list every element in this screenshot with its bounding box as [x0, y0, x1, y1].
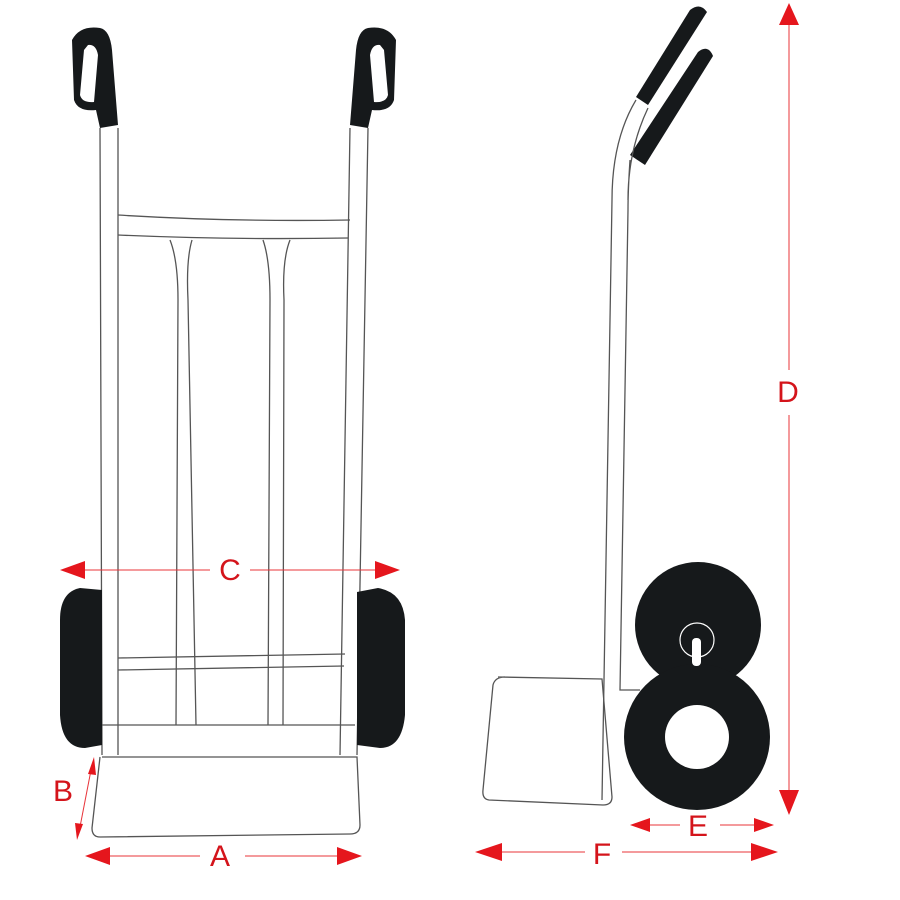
right-wheel: [357, 588, 405, 748]
toe-plate: [91, 756, 361, 838]
dimension-d: D: [777, 3, 799, 815]
side-frame: [601, 99, 649, 801]
left-wheel: [60, 588, 102, 748]
dimension-label-c: C: [219, 554, 241, 587]
side-upper-handle: [636, 6, 707, 106]
dimension-label-b: B: [53, 775, 73, 808]
wheel-hub-hole: [665, 705, 729, 769]
dimension-a: A: [85, 840, 362, 873]
top-crossbar: [117, 214, 351, 240]
right-handle-grip: [350, 27, 396, 128]
dimension-label-a: A: [210, 840, 230, 873]
dimension-label-d: D: [777, 376, 799, 409]
dimension-b: B: [53, 757, 96, 840]
lower-crossbars: [102, 653, 355, 726]
left-rail: [99, 127, 119, 756]
axle: [692, 638, 701, 666]
dimension-c: C: [60, 554, 400, 587]
dimension-label-e: E: [688, 810, 708, 843]
dimension-f: F: [475, 838, 778, 871]
side-view: [482, 6, 770, 810]
front-view: [60, 27, 405, 838]
side-lower-handle: [630, 48, 713, 165]
dimension-e: E: [630, 810, 774, 843]
left-handle-grip: [72, 27, 118, 128]
side-toe-plate: [482, 676, 613, 806]
side-rear-wheel: [635, 562, 761, 688]
dimension-label-f: F: [593, 838, 611, 871]
inner-bars: [169, 239, 291, 726]
